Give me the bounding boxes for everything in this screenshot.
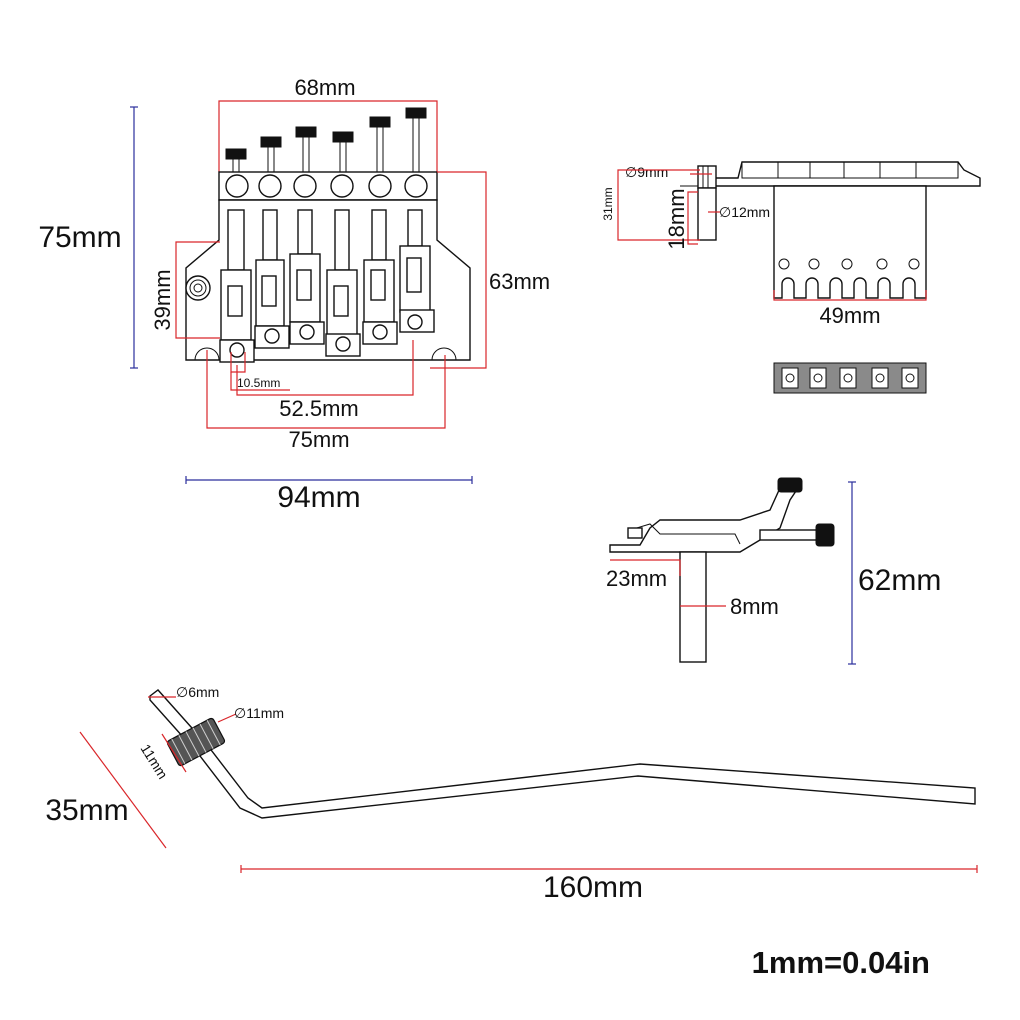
dim-outer-studs-label: 75mm — [288, 427, 349, 452]
dim-bend-height-label: 35mm — [45, 794, 128, 827]
bridge-profile-view: 23mm 8mm 62mm — [606, 477, 941, 665]
profile-plate — [609, 481, 799, 553]
dim-plate-height-label: 39mm — [150, 269, 175, 330]
dim-width-top-line — [218, 100, 438, 172]
dim-inner-studs-line — [236, 340, 414, 396]
dim-right-height-line — [430, 171, 487, 369]
dim-tip-diameter-label: ∅6mm — [176, 684, 219, 700]
dim-saddle-spacing-label: 10.5mm — [237, 376, 280, 390]
unit-conversion-note: 1mm=0.04in — [752, 945, 930, 980]
dim-bend-height-line — [79, 731, 167, 849]
dim-right-height-label: 63mm — [489, 269, 550, 294]
saddles — [219, 209, 435, 363]
dim-plate-height-line — [175, 241, 220, 339]
bridge-front-view: 68mm — [38, 75, 550, 514]
stud-notch-right — [431, 347, 457, 361]
dim-profile-height-label: 62mm — [858, 564, 941, 597]
dim-height-18-label: 18mm — [664, 188, 689, 249]
dim-collar-length-label: 11mm — [137, 741, 171, 782]
arm-rod — [149, 689, 976, 819]
side-tuner-blocks — [741, 161, 959, 179]
dim-saddle-spacing-box — [230, 372, 290, 391]
side-bushing — [697, 187, 717, 241]
dim-block-width-line — [773, 290, 927, 301]
dim-inner-studs-label: 52.5mm — [279, 396, 358, 421]
profile-saddle-screw — [627, 527, 643, 539]
dim-collar-diameter-label: ∅11mm — [234, 705, 284, 721]
profile-block — [679, 551, 707, 663]
sustain-block-bottom-holes — [781, 367, 919, 389]
arm-collar — [166, 717, 226, 767]
side-post — [697, 165, 717, 189]
dim-width-top-label: 68mm — [294, 75, 355, 100]
dim-block-width-label: 49mm — [819, 303, 880, 328]
profile-tuner-knob — [777, 477, 803, 493]
dim-outer-studs-line — [206, 350, 446, 429]
dim-post-diameter-label: ∅9mm — [625, 164, 668, 180]
dim-plate-depth-label: 23mm — [606, 566, 667, 591]
dim-height-18-line — [687, 191, 698, 245]
sustain-block-front — [773, 185, 927, 299]
dim-collar-diameter-line — [217, 713, 237, 723]
tuner-bar — [218, 171, 438, 201]
dim-plate-depth-line — [610, 559, 681, 576]
dim-collar-length-line — [161, 733, 187, 773]
tuner-heads — [225, 174, 428, 198]
dim-profile-block-label: 8mm — [730, 594, 779, 619]
dim-total-height-label: 75mm — [38, 221, 121, 254]
fine-tuner-knobs — [225, 107, 427, 174]
dim-saddle-spacing-line — [230, 352, 246, 373]
dim-height-31-label: 31mm — [601, 187, 615, 220]
dim-height-31-line — [617, 169, 700, 241]
bridge-side-view: ∅9mm ∅12mm 31mm 18mm 49mm — [601, 161, 981, 394]
sustain-block-holes — [778, 258, 920, 270]
profile-side-knob — [815, 523, 835, 547]
profile-tuner-screw — [759, 529, 821, 541]
dim-bushing-diameter-label: ∅12mm — [719, 204, 770, 220]
profile-saddle — [629, 523, 741, 545]
stud-notch-left — [194, 347, 220, 361]
lock-bolt — [185, 275, 211, 301]
dim-arm-length-label: 160mm — [543, 871, 643, 904]
tremolo-arm: ∅6mm ∅11mm 11mm 35mm 160mm — [45, 684, 978, 904]
dim-total-width-label: 94mm — [277, 481, 360, 514]
